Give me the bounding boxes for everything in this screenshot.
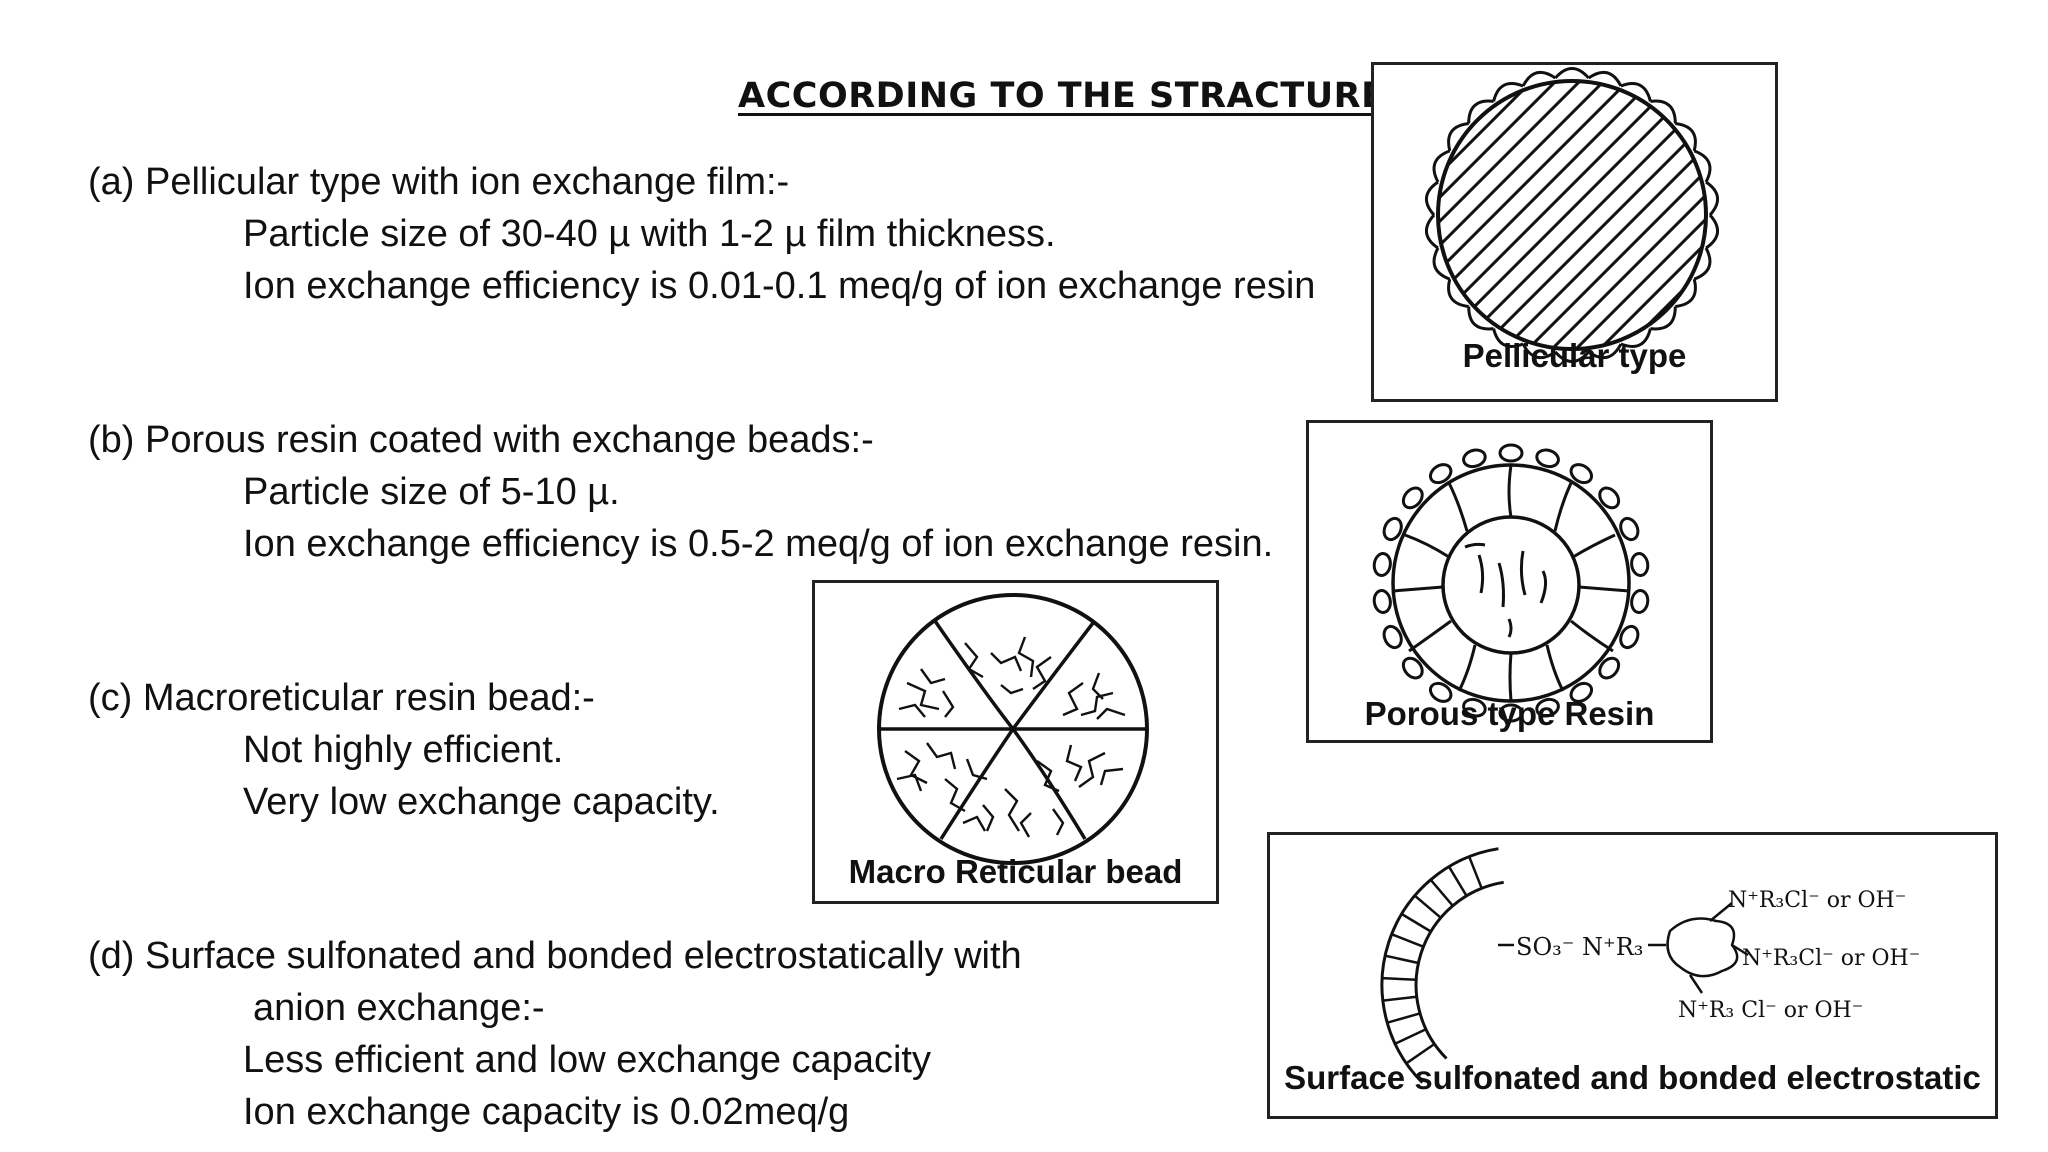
surface-arc-rung (1405, 1042, 1436, 1065)
pellicular-scallop (1675, 122, 1697, 152)
surface-arc-rung (1384, 954, 1419, 965)
section-d-line-3: Ion exchange capacity is 0.02meq/g (243, 1091, 850, 1133)
pellicular-scallop (1587, 70, 1623, 87)
pellicular-scallop (1587, 343, 1623, 360)
surface-bead (1569, 681, 1594, 703)
surface-bead (1498, 703, 1524, 723)
macro-caption: Macro Reticular bead (848, 853, 1183, 890)
pellicular-scallop (1620, 328, 1652, 348)
page-title: ACCORDING TO THE STRACTURE (738, 76, 1386, 116)
pellicular-scallop (1521, 343, 1557, 360)
pellicular-scallop (1467, 306, 1494, 331)
pellicular-scallop (1447, 278, 1469, 308)
section-b-line-2: Ion exchange efficiency is 0.5-2 meq/g o… (243, 523, 1274, 565)
surface-bead (1598, 656, 1621, 680)
section-a-line-1: Particle size of 30-40 µ with 1-2 µ film… (243, 213, 1056, 255)
surface-arc-rung (1382, 976, 1417, 982)
porous-caption: Porous type Resin (1364, 695, 1655, 732)
surface-bead (1428, 681, 1453, 703)
section-a-heading: (a) Pellicular type with ion exchange fi… (88, 161, 790, 203)
surface-bead (1630, 552, 1650, 577)
pellicular-scallop (1467, 99, 1494, 124)
section-c-line-2: Very low exchange capacity. (243, 781, 720, 823)
surface-arc-rung (1468, 856, 1483, 889)
sulfonate-link-label: SO₃⁻ N⁺R₃ (1516, 933, 1643, 961)
pellicular-scallop (1492, 328, 1524, 348)
surface-bead (1428, 463, 1453, 485)
section-b-line-1: Particle size of 5-10 µ. (243, 471, 620, 513)
surface-bead (1569, 463, 1594, 485)
surface-arc-rung (1429, 878, 1454, 907)
section-a-line-2: Ion exchange efficiency is 0.01-0.1 meq/… (243, 265, 1316, 307)
surface-arc-rung (1413, 894, 1442, 919)
pellicular-scallop (1620, 82, 1652, 102)
surface-arc-rung (1394, 1028, 1427, 1045)
section-b: (b) Porous resin coated with exchange be… (88, 414, 1273, 570)
surface-bead (1382, 624, 1403, 650)
surface-sulfonated-illustration: SO₃⁻ N⁺R₃ N⁺R₃Cl⁻ or OH⁻ N⁺R₃Cl⁻ or OH⁻ … (1380, 847, 1920, 1084)
surface-arc-outer (1380, 847, 1499, 1084)
surface-bead (1630, 589, 1650, 614)
pellicular-scallop (1521, 70, 1557, 87)
surface-arc-rung (1401, 912, 1432, 933)
pellicular-scallop (1554, 67, 1590, 80)
surface-bead (1372, 552, 1392, 577)
section-c: (c) Macroreticular resin bead:- Not high… (88, 672, 720, 828)
surface-bead (1619, 516, 1640, 542)
surface-bead (1462, 448, 1487, 469)
section-d-line-1: anion exchange:- (253, 987, 545, 1029)
pellicular-scallop (1705, 180, 1719, 217)
surface-bead (1498, 443, 1524, 463)
porous-resin-illustration (1372, 443, 1650, 723)
ammonium-group-3-label: N⁺R₃ Cl⁻ or OH⁻ (1678, 998, 1863, 1023)
surface-arc-rung (1386, 1012, 1421, 1024)
pellicular-scallop (1492, 82, 1524, 102)
section-d-heading: (d) Surface sulfonated and bonded electr… (88, 935, 1022, 977)
pellicular-scallop (1432, 149, 1451, 183)
section-d-line-2: Less efficient and low exchange capacity (243, 1039, 931, 1081)
pellicular-scallop (1650, 99, 1677, 124)
surface-arc-rung (1447, 866, 1468, 897)
pellicular-scallop (1425, 180, 1439, 217)
surface-bead (1535, 448, 1560, 469)
surface-arc-inner (1414, 880, 1504, 1060)
surface-caption: Surface sulfonated and bonded electrosta… (1284, 1059, 1981, 1096)
section-a: (a) Pellicular type with ion exchange fi… (88, 156, 1315, 312)
surface-bead (1401, 656, 1424, 680)
section-b-heading: (b) Porous resin coated with exchange be… (88, 419, 874, 461)
surface-figure: SO₃⁻ N⁺R₃ N⁺R₃Cl⁻ or OH⁻ N⁺R₃Cl⁻ or OH⁻ … (1267, 832, 1998, 1119)
surface-bead (1535, 697, 1560, 718)
section-c-heading: (c) Macroreticular resin bead:- (88, 677, 595, 719)
surface-arc-rung (1391, 933, 1424, 948)
surface-bead (1401, 486, 1424, 510)
surface-bead (1372, 589, 1392, 614)
macroreticular-bead-illustration (877, 593, 1149, 865)
section-d: (d) Surface sulfonated and bonded electr… (88, 930, 1022, 1138)
pellicular-scallop (1554, 350, 1590, 363)
pellicular-scallop (1650, 306, 1677, 331)
ammonium-group-1-label: N⁺R₃Cl⁻ or OH⁻ (1728, 888, 1906, 913)
pellicular-scallop (1675, 278, 1697, 308)
surface-bead (1382, 516, 1403, 542)
pellicular-caption: Pellicular type (1462, 337, 1687, 374)
pellicular-bead-illustration (1425, 67, 1719, 363)
surface-bead (1619, 624, 1640, 650)
surface-bead (1598, 486, 1621, 510)
porous-figure: Porous type Resin (1306, 420, 1713, 743)
ammonium-group-2-label: N⁺R₃Cl⁻ or OH⁻ (1742, 946, 1920, 971)
surface-bead (1462, 697, 1487, 718)
pellicular-scallop (1432, 247, 1451, 281)
pellicular-scallop (1693, 149, 1712, 183)
pellicular-scallop (1705, 213, 1719, 250)
pellicular-scallop (1447, 122, 1469, 152)
surface-arc-rung (1382, 995, 1417, 1002)
pellicular-scallop (1425, 213, 1439, 250)
macro-figure: Macro Reticular bead (812, 580, 1219, 904)
section-c-line-1: Not highly efficient. (243, 729, 564, 771)
pellicular-scallop (1693, 247, 1712, 281)
pellicular-figure: Pellicular type (1371, 62, 1778, 402)
